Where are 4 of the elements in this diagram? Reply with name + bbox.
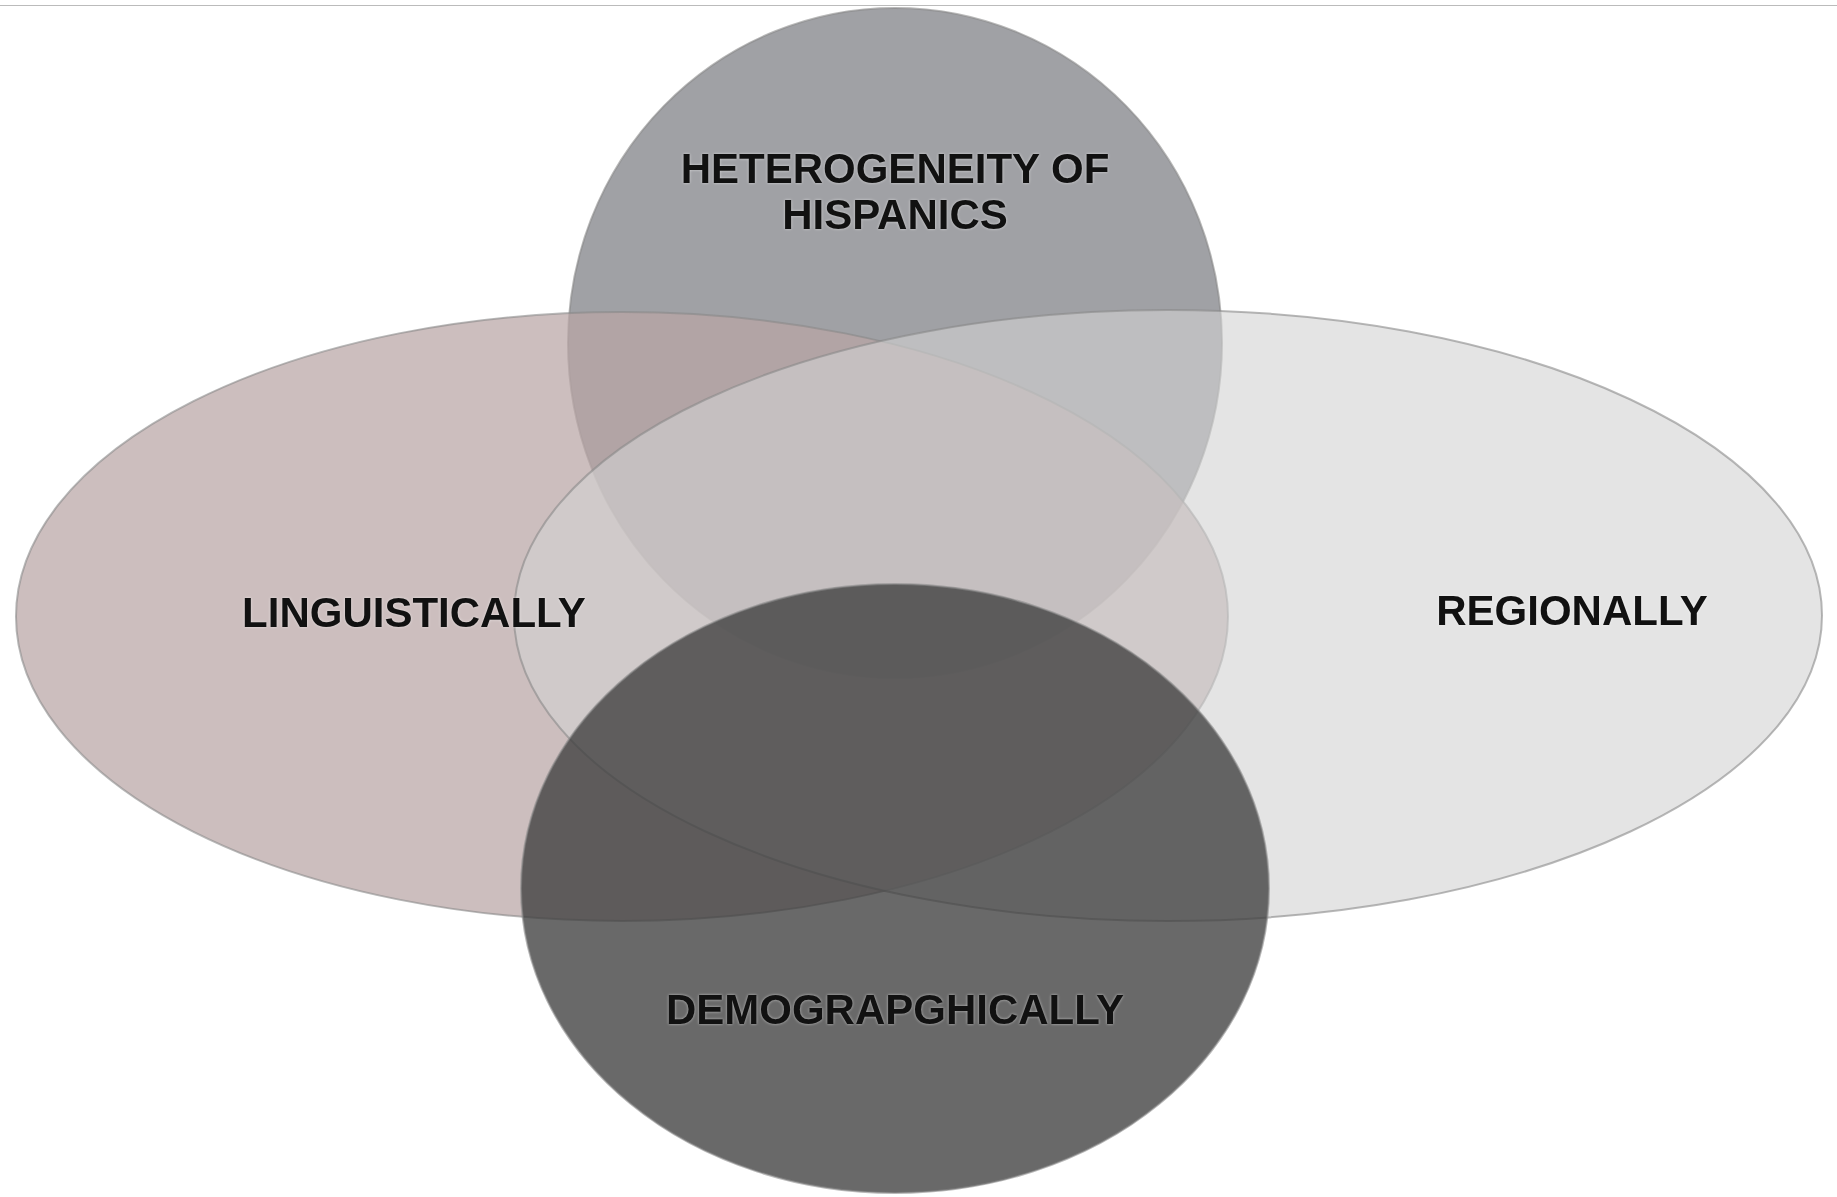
set-label: HETEROGENEITY OF HISPANICS	[679, 146, 1111, 239]
set-label: LINGUISTICALLY	[241, 590, 587, 637]
set-label: REGIONALLY	[1435, 588, 1709, 635]
set-label: DEMOGRAPGHICALLY	[664, 987, 1126, 1034]
